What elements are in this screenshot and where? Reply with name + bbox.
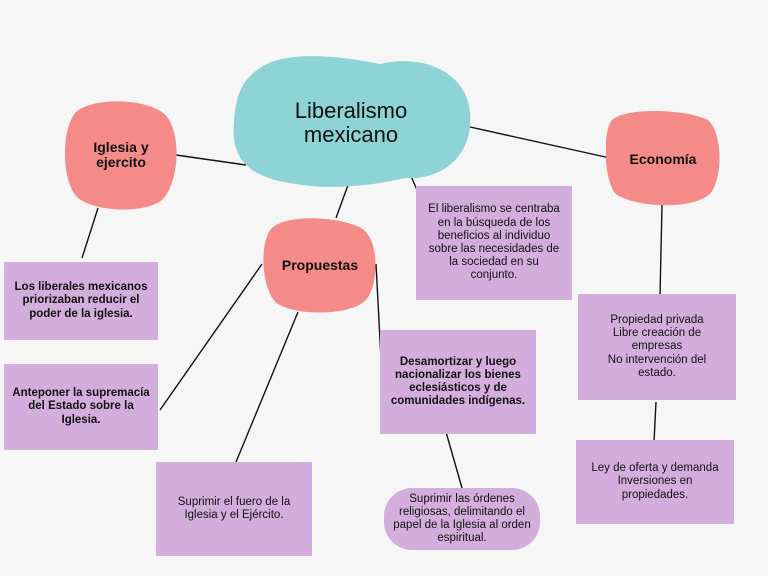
connector-propuestas-fuero (235, 311, 299, 463)
connector-economia-propiedad (659, 204, 663, 297)
topic-blob-shape (606, 110, 720, 206)
topic-blob-shape (263, 218, 376, 313)
central-blob-shape (233, 56, 471, 187)
note-propiedad-text: Propiedad privada Libre creación de empr… (607, 313, 707, 379)
note-iglesia-reducir-text: Los liberales mexicanos priorizaban redu… (14, 281, 148, 320)
note-supremacia-text: Anteponer la supremacía del Estado sobre… (12, 387, 150, 426)
note-desamortizar: Desamortizar y luego nacionalizar los bi… (380, 330, 536, 434)
note-oferta: Ley de oferta y demanda Inversiones en p… (576, 440, 734, 524)
topic-blob-shape (64, 101, 177, 210)
note-fuero: Suprimir el fuero de la Iglesia y el Ejé… (156, 462, 312, 556)
connector-propiedad-oferta (653, 401, 657, 443)
connector-central-iglesia (175, 154, 247, 166)
note-ordenes: Suprimir las órdenes religiosas, delimit… (384, 488, 540, 550)
note-oferta-text: Ley de oferta y demanda Inversiones en p… (591, 462, 719, 501)
connector-desamortizar-ordenes (445, 431, 463, 489)
note-desamortizar-text: Desamortizar y luego nacionalizar los bi… (390, 355, 526, 408)
topic-economia: Economía (606, 110, 720, 208)
connector-central-economia (469, 126, 611, 159)
note-supremacia: Anteponer la supremacía del Estado sobre… (4, 364, 158, 450)
topic-propuestas: Propuestas (262, 216, 378, 314)
connector-propuestas-supremacia (159, 263, 263, 411)
note-propiedad: Propiedad privada Libre creación de empr… (578, 294, 736, 400)
topic-propuestas-label: Propuestas (281, 257, 359, 273)
central-title: Liberalismo mexicano (294, 97, 408, 147)
note-definicion: El liberalismo se centraba en la búsqued… (416, 186, 572, 300)
note-iglesia-reducir: Los liberales mexicanos priorizaban redu… (4, 262, 158, 340)
central-node: Liberalismo mexicano (230, 50, 472, 188)
connector-iglesia-note (81, 207, 99, 259)
note-ordenes-text: Suprimir las órdenes religiosas, delimit… (393, 492, 531, 545)
topic-economia-label: Economía (629, 151, 697, 167)
note-fuero-text: Suprimir el fuero de la Iglesia y el Ejé… (177, 495, 291, 521)
note-definicion-text: El liberalismo se centraba en la búsqued… (428, 203, 560, 282)
topic-iglesia-ejercito: Iglesia y ejercito (62, 100, 180, 210)
topic-iglesia-label: Iglesia y ejercito (93, 138, 149, 170)
